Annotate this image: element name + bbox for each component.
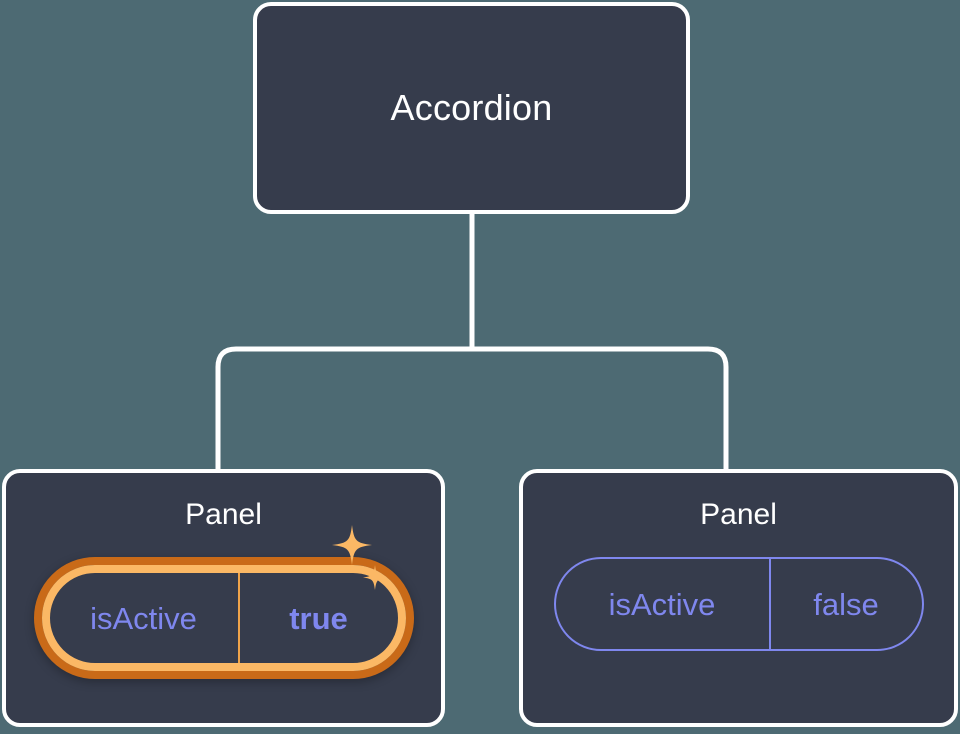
node-accordion[interactable]: Accordion — [253, 2, 690, 214]
prop-key: isActive — [90, 600, 197, 636]
node-title: Accordion — [390, 87, 553, 128]
prop-key: isActive — [608, 586, 716, 622]
node-panel-inactive[interactable]: Panel isActive false — [519, 469, 958, 727]
prop-value: false — [768, 559, 922, 649]
prop-pill-inner: isActive true — [41, 565, 406, 671]
edge-to-panel-right — [472, 346, 729, 469]
prop-pill-wrapper: isActive false — [553, 557, 924, 651]
prop-pill-highlighted[interactable]: isActive true — [33, 557, 414, 679]
node-title: Panel — [700, 498, 777, 531]
prop-pill[interactable]: isActive false — [553, 557, 924, 651]
prop-value: true — [237, 573, 398, 663]
node-title: Panel — [185, 498, 262, 531]
node-panel-active[interactable]: Panel isActive true — [2, 469, 445, 727]
edge-to-panel-left — [215, 346, 472, 469]
prop-pill-wrapper: isActive true — [33, 525, 414, 679]
